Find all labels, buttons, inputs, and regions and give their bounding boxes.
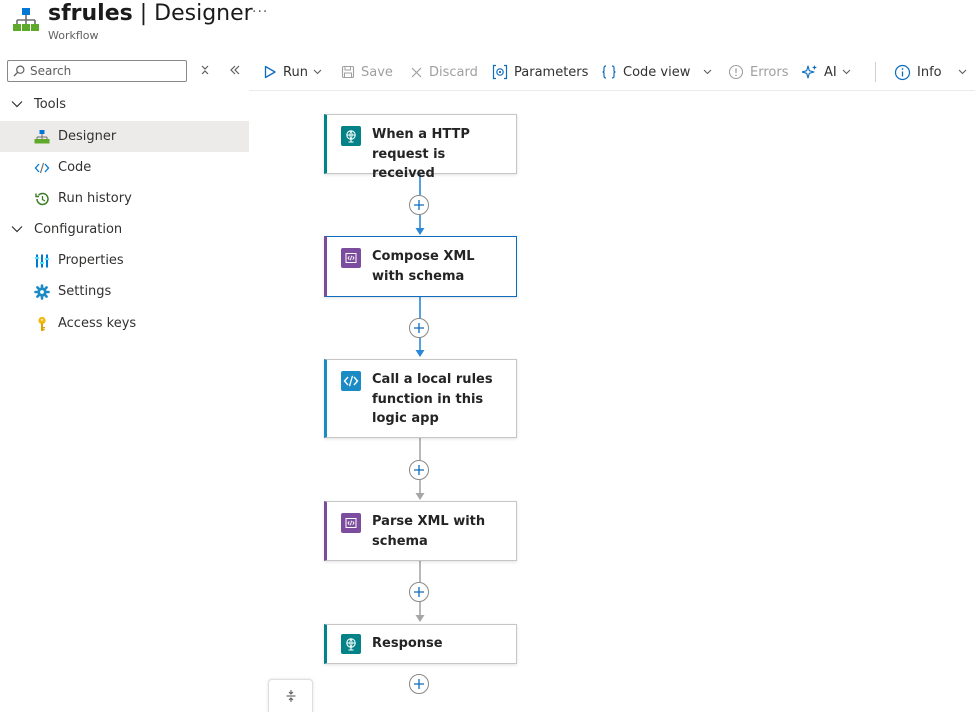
step-label: When a HTTP request is received — [372, 127, 470, 181]
errors-button[interactable]: Errors — [728, 56, 788, 88]
page-title: sfrules | Designer — [48, 0, 253, 28]
code-view-label: Code view — [623, 64, 691, 80]
sidebar-item-access-keys[interactable]: Access keys — [0, 308, 249, 339]
designer-icon — [34, 129, 50, 145]
xml-icon — [341, 513, 361, 533]
nav-group-label: Configuration — [34, 221, 123, 237]
sidebar-item-run-history[interactable]: Run history — [0, 183, 249, 214]
page-subtitle: Workflow — [48, 29, 99, 42]
chevron-down-icon — [842, 69, 851, 75]
sidebar-item-code[interactable]: Code — [0, 152, 249, 183]
save-label: Save — [361, 64, 393, 80]
search-icon — [13, 65, 25, 77]
workflow-connectors — [415, 174, 425, 622]
error-icon — [728, 64, 744, 80]
plus-icon — [414, 465, 424, 475]
sidebar-item-label: Access keys — [58, 316, 137, 331]
nav-group-label: Tools — [34, 96, 67, 112]
sidebar-item-label: Code — [58, 160, 92, 175]
chevron-down-icon — [0, 225, 34, 233]
collapse-vertical-icon — [286, 690, 295, 702]
sidebar-item-label: Designer — [58, 129, 117, 144]
step-label: Call a local rules function in this logi… — [372, 372, 493, 426]
sparkle-icon — [802, 64, 818, 80]
search-box[interactable] — [7, 60, 187, 82]
page-header: sfrules | Designer Workflow ··· — [0, 0, 975, 48]
parameters-icon — [492, 64, 508, 80]
add-step-button[interactable] — [409, 582, 429, 602]
workflow-step-compose-xml[interactable]: Compose XML with schema — [324, 236, 517, 297]
chevron-down-icon — [313, 69, 322, 75]
step-label: Compose XML with schema — [372, 249, 475, 284]
workflow-step-call-rules-function[interactable]: Call a local rules function in this logi… — [324, 359, 517, 438]
add-step-button[interactable] — [409, 318, 429, 338]
double-chevron-left-icon — [230, 65, 240, 75]
close-icon — [410, 66, 423, 79]
info-label: Info — [917, 64, 942, 80]
parameters-button[interactable]: Parameters — [492, 56, 588, 88]
designer-canvas[interactable]: When a HTTP request is received Compose … — [249, 91, 975, 712]
app-name: sfrules — [48, 1, 133, 26]
sidebar-item-label: Run history — [58, 191, 132, 206]
toolbar-divider — [875, 62, 876, 82]
sidebar-item-label: Settings — [58, 284, 112, 299]
code-view-button[interactable]: Code view — [601, 56, 712, 88]
title-separator: | — [132, 1, 155, 26]
braces-icon — [601, 64, 617, 80]
plus-icon — [414, 323, 424, 333]
run-label: Run — [283, 64, 308, 80]
ai-button[interactable]: AI — [802, 56, 851, 88]
play-icon — [263, 65, 277, 79]
clear-search-button[interactable] — [200, 63, 210, 82]
designer-toolbar: Run Save Discard Parameters — [249, 56, 975, 91]
step-label: Parse XML with schema — [372, 514, 486, 549]
parameters-label: Parameters — [514, 64, 589, 80]
info-button[interactable]: Info — [894, 56, 967, 88]
more-actions-button[interactable]: ··· — [252, 4, 269, 20]
collapse-pane-button[interactable] — [229, 63, 241, 82]
nav-group-tools[interactable]: Tools — [0, 89, 249, 119]
discard-label: Discard — [429, 64, 478, 80]
workflow-icon — [12, 6, 40, 34]
gear-icon — [34, 283, 50, 300]
search-input[interactable] — [30, 62, 180, 80]
workflow-step-response[interactable]: Response — [324, 624, 517, 664]
http-response-icon — [341, 634, 361, 654]
code-icon — [34, 160, 50, 176]
info-icon — [894, 64, 911, 81]
ai-label: AI — [824, 64, 837, 80]
code-function-icon — [341, 371, 361, 391]
add-step-button[interactable] — [409, 460, 429, 480]
chevron-down-icon — [703, 69, 712, 75]
xml-icon — [341, 248, 361, 268]
save-icon — [341, 65, 355, 79]
sidebar-item-label: Properties — [58, 253, 124, 268]
page-name: Designer — [154, 1, 253, 26]
collapse-all-icon — [201, 65, 209, 75]
plus-icon — [414, 679, 424, 689]
history-icon — [34, 191, 50, 207]
sidebar-item-designer[interactable]: Designer — [0, 121, 249, 152]
http-request-icon — [341, 126, 361, 146]
plus-icon — [414, 200, 424, 210]
discard-button[interactable]: Discard — [410, 56, 478, 88]
add-step-button[interactable] — [409, 195, 429, 215]
workflow-step-http-trigger[interactable]: When a HTTP request is received — [324, 114, 517, 181]
properties-icon — [34, 253, 50, 269]
chevron-down-icon — [958, 69, 967, 75]
sidebar-item-properties[interactable]: Properties — [0, 245, 249, 276]
errors-label: Errors — [750, 64, 789, 80]
step-label: Response — [372, 636, 443, 651]
save-button[interactable]: Save — [341, 56, 393, 88]
workflow-step-parse-xml[interactable]: Parse XML with schema — [324, 501, 517, 561]
nav-group-configuration[interactable]: Configuration — [0, 214, 249, 244]
key-icon — [34, 316, 50, 332]
fit-view-button[interactable] — [268, 679, 313, 712]
plus-icon — [414, 587, 424, 597]
run-button[interactable]: Run — [263, 56, 322, 88]
chevron-down-icon — [0, 100, 34, 108]
sidebar-item-settings[interactable]: Settings — [0, 276, 249, 307]
add-step-button[interactable] — [409, 674, 429, 694]
